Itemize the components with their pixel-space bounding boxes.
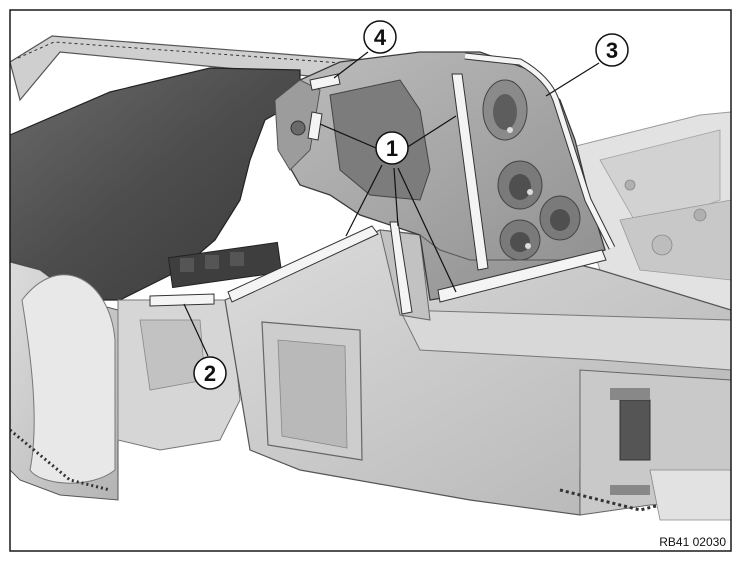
sealing-strip-arch [464, 53, 615, 250]
sealing-strip-diagonal [227, 225, 379, 303]
sealing-strip-lower [437, 249, 607, 303]
reference-code: RB41 02030 [659, 535, 726, 549]
callout-1: 1 [375, 131, 409, 165]
callout-2: 2 [193, 356, 227, 390]
callout-4: 4 [363, 20, 397, 54]
wheel-arch [10, 261, 119, 501]
rear-end-panel [559, 369, 731, 521]
suspension-area [117, 241, 283, 451]
leader-lines [183, 51, 600, 357]
diagram-border [9, 9, 732, 552]
rear-longitudinal-member [399, 309, 731, 371]
sealing-strips [149, 52, 616, 315]
callout-4-label: 4 [374, 25, 387, 50]
sealing-strip-pillar [389, 221, 413, 315]
callout-3-label: 3 [606, 38, 618, 63]
side-panel-recess [277, 339, 348, 449]
sealing-strip-top [309, 73, 341, 91]
callout-2-label: 2 [204, 361, 216, 386]
rear-strut-tower [274, 51, 606, 301]
sealing-strip-tower-vertical [451, 73, 489, 271]
sealing-strip-tower-left [307, 111, 323, 141]
callout-3: 3 [595, 33, 629, 67]
sealing-strip-under-fender [149, 293, 215, 307]
callout-1-label: 1 [386, 136, 398, 161]
